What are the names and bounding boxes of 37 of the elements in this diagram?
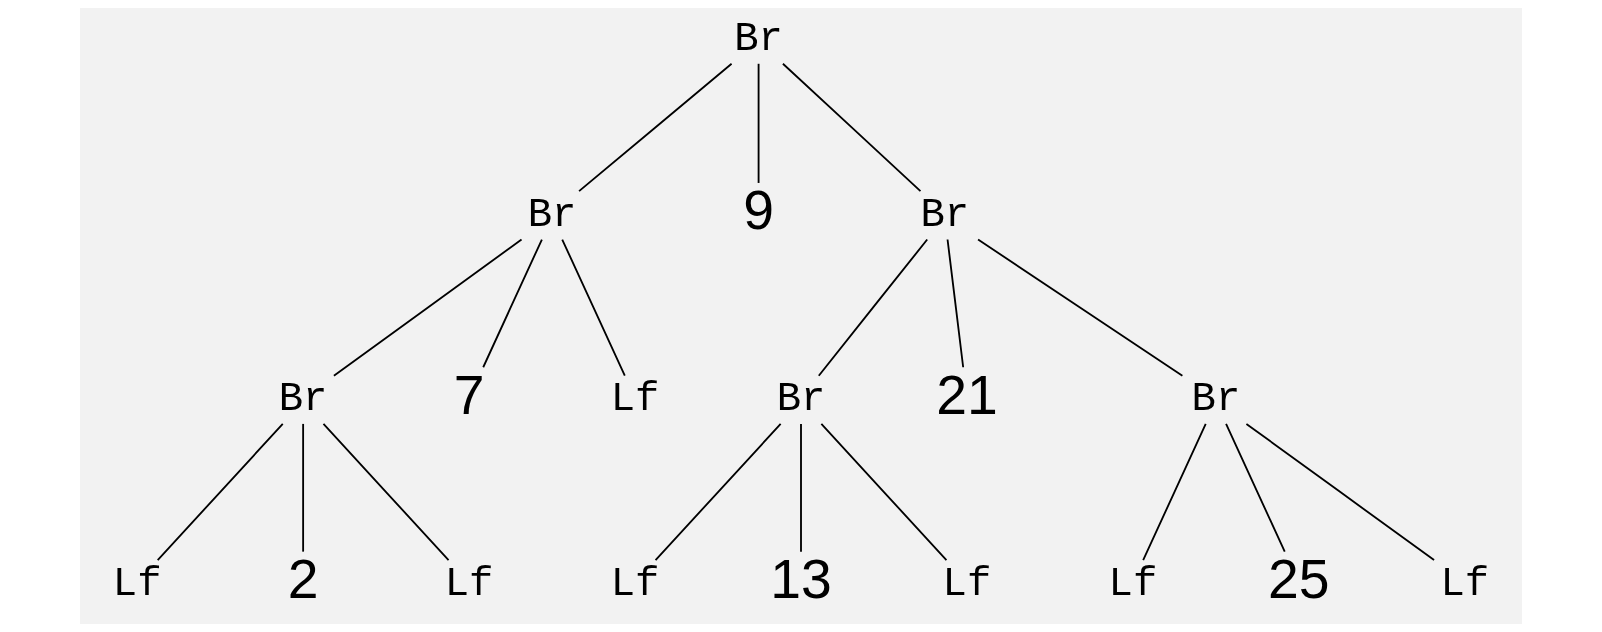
connector xyxy=(782,62,922,193)
node-text: Lf xyxy=(1440,560,1490,607)
node-text: Br xyxy=(920,191,970,238)
connector xyxy=(302,423,305,553)
node-text: Lf xyxy=(1108,560,1158,607)
node-text: 2 xyxy=(287,548,319,611)
node-text: Br xyxy=(1191,376,1241,423)
connector xyxy=(578,62,733,193)
node-text: Lf xyxy=(610,376,660,423)
connector xyxy=(1142,423,1207,562)
connector xyxy=(800,423,802,553)
connector xyxy=(817,238,929,377)
connector xyxy=(156,423,284,562)
connector xyxy=(654,423,782,562)
node-text: 9 xyxy=(743,179,774,242)
connector xyxy=(1245,423,1435,562)
node-text: Lf xyxy=(610,560,660,607)
connector xyxy=(332,238,523,377)
node-text: 13 xyxy=(770,548,832,611)
connector xyxy=(977,238,1184,377)
connector xyxy=(561,238,626,377)
node-text: 7 xyxy=(453,363,485,426)
connector xyxy=(757,62,760,184)
node-text: 25 xyxy=(1268,548,1330,611)
node-text: 21 xyxy=(936,363,998,426)
node-text: Br xyxy=(734,15,783,62)
node-text: Lf xyxy=(112,560,162,607)
node-text: Lf xyxy=(444,560,494,607)
connector xyxy=(946,238,965,369)
connector xyxy=(1225,423,1286,553)
node-text: Br xyxy=(527,191,577,238)
connector xyxy=(820,423,948,562)
connector xyxy=(322,423,450,562)
node-text: Lf xyxy=(942,560,992,607)
node-text: Br xyxy=(776,376,826,423)
connector xyxy=(482,238,543,369)
node-text: Br xyxy=(278,376,328,423)
